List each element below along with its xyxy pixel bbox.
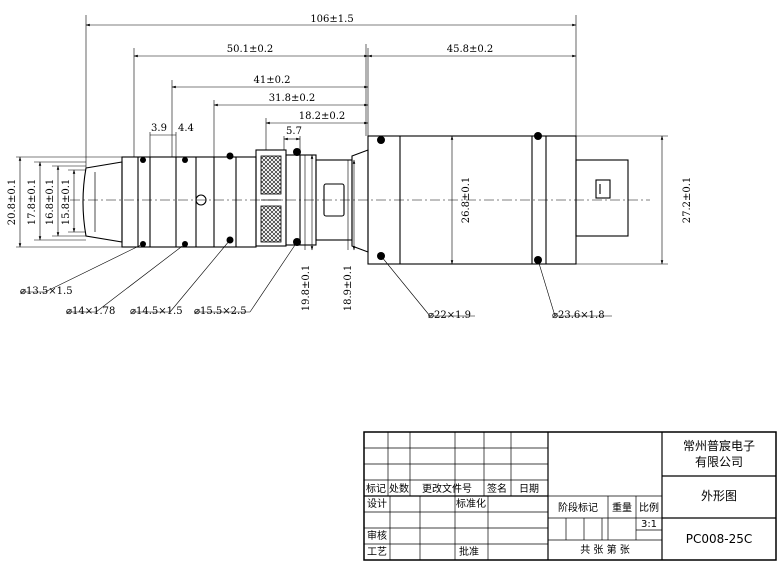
tb-standard: 标准化 bbox=[456, 497, 486, 510]
dim-left-length: 50.1±0.2 bbox=[227, 44, 274, 55]
dim-dia-20-8: 20.8±0.1 bbox=[7, 179, 18, 226]
dim-3-9: 3.9 bbox=[151, 123, 167, 134]
oring-14-5: ⌀14.5×1.5 bbox=[130, 306, 183, 317]
dim-dia-16-8: 16.8±0.1 bbox=[45, 179, 56, 226]
connector bbox=[575, 159, 629, 237]
oring-22: ⌀22×1.9 bbox=[428, 310, 471, 321]
dimension-labels: 106±1.5 50.1±0.2 45.8±0.2 41±0.2 31.8±0.… bbox=[7, 14, 693, 321]
dimension-lines bbox=[16, 15, 668, 317]
dim-31-8: 31.8±0.2 bbox=[269, 93, 316, 104]
tb-mark: 标记 bbox=[366, 483, 386, 495]
tb-date: 日期 bbox=[519, 483, 539, 495]
dim-dia-15-8: 15.8±0.1 bbox=[61, 179, 72, 226]
oring-23-6: ⌀23.6×1.8 bbox=[552, 310, 605, 321]
dim-right-length: 45.8±0.2 bbox=[447, 44, 494, 55]
dim-dia-26-8: 26.8±0.1 bbox=[461, 177, 472, 224]
tb-sheets: 共 张 第 张 bbox=[580, 543, 630, 556]
oring-13-5: ⌀13.5×1.5 bbox=[20, 286, 73, 297]
o-ring-marks bbox=[140, 132, 542, 264]
dim-41: 41±0.2 bbox=[253, 75, 290, 86]
tb-approve: 批准 bbox=[459, 545, 479, 558]
tb-design: 设计 bbox=[367, 497, 387, 510]
dim-dia-18-9: 18.9±0.1 bbox=[343, 265, 354, 312]
title-block bbox=[363, 431, 777, 561]
oring-14: ⌀14×1.78 bbox=[66, 306, 115, 317]
nose-cap bbox=[82, 161, 123, 243]
dim-dia-17-8: 17.8±0.1 bbox=[27, 179, 38, 226]
tb-review: 审核 bbox=[367, 529, 387, 542]
drawing-title: 外形图 bbox=[701, 489, 737, 503]
tb-count: 处数 bbox=[389, 482, 409, 495]
dim-dia-27-2: 27.2±0.1 bbox=[682, 177, 693, 224]
drawing-number: PC008-25C bbox=[686, 532, 753, 546]
tb-ratio: 比例 bbox=[639, 501, 659, 514]
tb-weight: 重量 bbox=[612, 501, 632, 514]
company-line-1: 常州普宸电子 bbox=[683, 438, 755, 453]
tb-stage: 阶段标记 bbox=[558, 501, 598, 514]
tb-process: 工艺 bbox=[367, 546, 387, 558]
dim-overall: 106±1.5 bbox=[310, 14, 353, 25]
tb-sign: 签名 bbox=[487, 482, 507, 495]
oring-15-5: ⌀15.5×2.5 bbox=[194, 306, 247, 317]
company-line-2: 有限公司 bbox=[695, 455, 743, 469]
dim-5-7: 5.7 bbox=[286, 126, 302, 137]
title-block-text: 标记 处数 更改文件号 签名 日期 设计 标准化 审核 工艺 批准 阶段标记 重… bbox=[366, 438, 755, 558]
dim-4-4: 4.4 bbox=[178, 123, 194, 134]
dim-18-2: 18.2±0.2 bbox=[299, 111, 346, 122]
tb-doc: 更改文件号 bbox=[422, 482, 472, 495]
tb-scale: 3:1 bbox=[641, 519, 657, 530]
dim-dia-19-8: 19.8±0.1 bbox=[301, 265, 312, 312]
